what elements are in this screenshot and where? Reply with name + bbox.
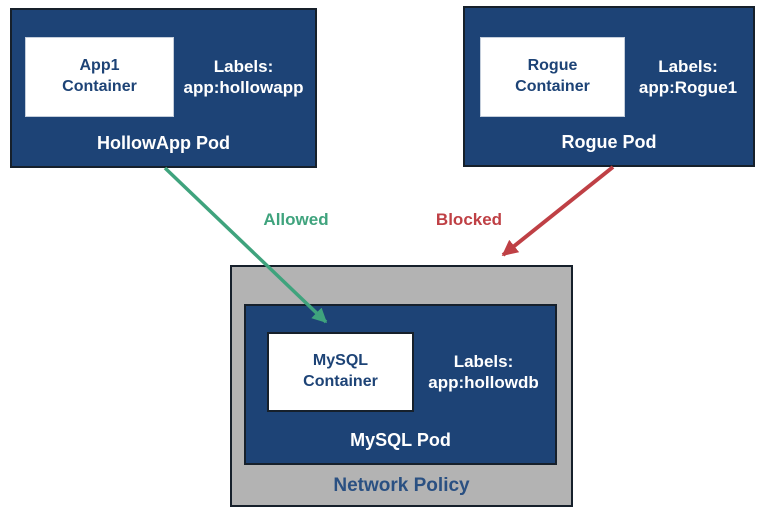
mysql-container-label: MySQL Container	[303, 351, 378, 393]
mysql-labels: Labels: app:hollowdb	[414, 332, 553, 412]
rogue-labels: Labels: app:Rogue1	[625, 37, 751, 117]
hollowapp-pod-name: HollowApp Pod	[97, 133, 230, 153]
app1-container-line1: App1	[79, 57, 120, 75]
rogue-pod-box: Rogue Container Labels: app:Rogue1 Rogue…	[463, 6, 755, 167]
mysql-container-line1: MySQL	[312, 352, 369, 370]
mysql-pod-box: MySQL Container Labels: app:hollowdb MyS…	[244, 304, 557, 465]
mysql-labels-value: app:hollowdb	[428, 373, 539, 392]
hollowapp-labels-value: app:hollowapp	[183, 78, 304, 97]
rogue-container-line2: Container	[515, 78, 590, 95]
blocked-arrow	[501, 165, 615, 257]
rogue-container-label: Rogue Container	[515, 56, 590, 98]
rogue-labels-value: app:Rogue1	[638, 78, 738, 97]
app1-container-line2: Container	[62, 78, 137, 95]
app1-container-label: App1 Container	[62, 56, 137, 98]
hollowapp-pod-box: App1 Container Labels: app:hollowapp Hol…	[10, 8, 317, 168]
mysql-labels-title: Labels:	[453, 351, 514, 371]
rogue-labels-title: Labels:	[658, 56, 718, 76]
rogue-container-box: Rogue Container	[480, 37, 625, 117]
network-policy-box: MySQL Container Labels: app:hollowdb MyS…	[230, 265, 573, 507]
app1-container-box: App1 Container	[25, 37, 174, 117]
mysql-container-line2: Container	[303, 373, 378, 390]
hollowapp-labels-title: Labels:	[213, 56, 274, 76]
mysql-container-box: MySQL Container	[267, 332, 414, 412]
network-policy-label: Network Policy	[333, 475, 470, 496]
mysql-pod-name: MySQL Pod	[350, 430, 451, 450]
allowed-caption: Allowed	[263, 210, 329, 229]
blocked-caption: Blocked	[435, 210, 503, 229]
hollowapp-labels: Labels: app:hollowapp	[174, 37, 313, 117]
rogue-container-line1: Rogue	[527, 57, 578, 75]
rogue-pod-name: Rogue Pod	[561, 132, 657, 152]
